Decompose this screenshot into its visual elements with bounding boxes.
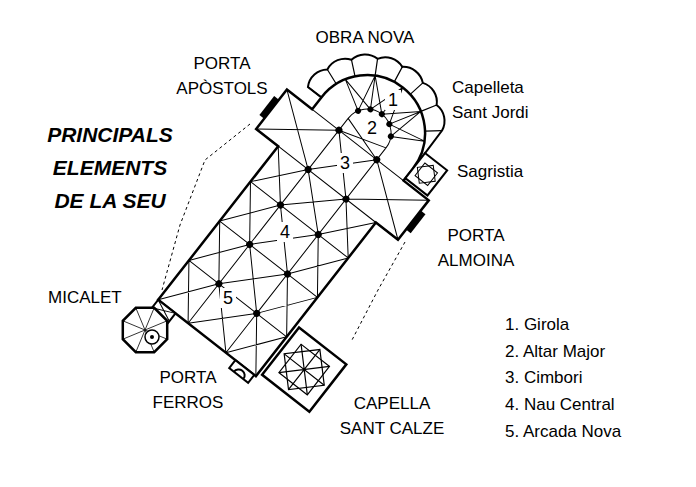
dashed-outline-right [352, 242, 405, 340]
star-square [415, 163, 437, 185]
pier [387, 132, 395, 140]
callout-number: 3 [337, 153, 353, 174]
pier [385, 120, 393, 128]
piers [214, 95, 405, 318]
door-name: PORTA APÒSTOLS [172, 52, 272, 101]
key-entry: 5. Arcada Nova [505, 420, 621, 445]
micalet-tower [123, 308, 167, 352]
chapel-star [268, 334, 339, 405]
callout-number: 5 [220, 288, 236, 309]
pier [372, 155, 382, 165]
plan-body [120, 12, 515, 430]
callout-number: 4 [277, 222, 293, 243]
sacristy-room [405, 153, 447, 195]
ferros-door [229, 360, 254, 383]
holy-chalice-chapel [262, 327, 346, 411]
key-entry: 3. Cimbori [505, 366, 582, 391]
pier [303, 165, 313, 175]
plan-title: PRINCIPALS ELEMENTS DE LA SEU [42, 118, 178, 217]
pier [252, 308, 262, 318]
key-entry: 2. Altar Major [505, 340, 605, 365]
pier [245, 240, 255, 250]
key-entry: 4. Nau Central [505, 393, 615, 418]
pier [366, 105, 374, 113]
door-name: PORTA ALMOINA [428, 224, 524, 273]
pier [276, 200, 286, 210]
pier [341, 194, 351, 204]
area-name: OBRA NOVA [316, 28, 415, 48]
pier [313, 230, 323, 240]
chapel-name: CAPELLA SANT CALZE [333, 392, 451, 441]
room-name: Sagristia [457, 160, 523, 185]
tower-stair-core [150, 335, 154, 339]
apostles-door [259, 96, 279, 119]
star-square [417, 165, 435, 183]
pier [283, 269, 293, 279]
tower-name: MICALET [48, 286, 122, 311]
key-entry: 1. Girola [505, 313, 569, 338]
pier [334, 125, 344, 135]
tower-ribs [123, 308, 167, 352]
chapel-name: Capelleta Sant Jordi [452, 76, 544, 125]
almoina-door [406, 211, 426, 234]
pier [354, 107, 362, 115]
callout-number: 2 [364, 118, 380, 139]
door-name: PORTA FERROS [148, 366, 228, 415]
sacristy-star [410, 158, 442, 190]
star-ribs [269, 334, 339, 404]
tower-stair [145, 330, 159, 344]
callout-number: 1 [385, 90, 401, 111]
